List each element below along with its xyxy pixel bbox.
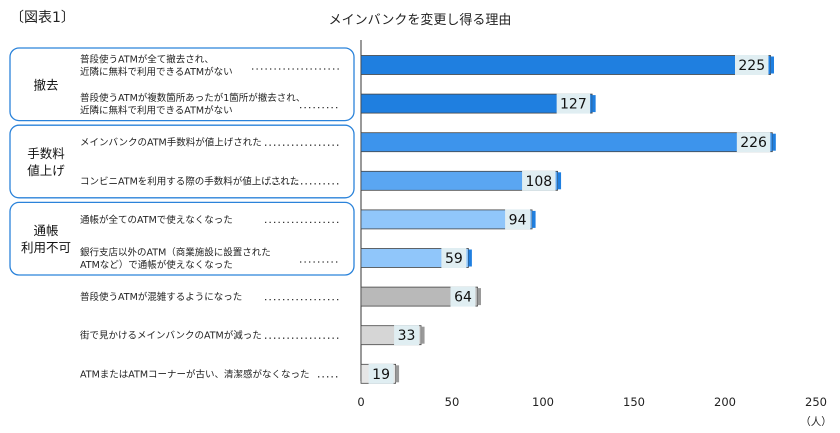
- bar-cap: [772, 133, 776, 151]
- category-label: 通帳が全てのATMで使えなくなった: [80, 214, 233, 226]
- category-label: 街で見かけるメインバンクのATMが減った: [80, 330, 262, 342]
- value-label: 94: [509, 212, 527, 228]
- x-unit-label: （人）: [800, 416, 832, 428]
- group-label: 値上げ: [27, 163, 65, 178]
- x-tick-label: 200: [714, 395, 736, 409]
- value-label-bg: [394, 325, 420, 346]
- value-label-bg: [556, 93, 591, 114]
- bar-cap: [557, 172, 562, 190]
- x-tick-label: 50: [445, 395, 460, 409]
- category-label: ATMなど）で通帳が使えなくなった: [80, 259, 233, 271]
- bar: [360, 55, 771, 75]
- value-label: 108: [525, 174, 552, 190]
- bar-cap: [421, 326, 425, 344]
- group-box: [9, 201, 355, 276]
- category-label: コンビニATMを利用する際の手数料が値上げされた: [80, 175, 299, 187]
- x-tick-label: 150: [623, 395, 645, 409]
- category-label: 普段使うATMが複数箇所あったが1箇所が撤去され、: [80, 92, 305, 104]
- group-label: 通帳: [33, 223, 58, 238]
- bar-cap: [468, 249, 472, 267]
- value-label: 226: [740, 135, 767, 151]
- category-label: 銀行支店以外のATM（商業施設に設置された: [80, 246, 271, 258]
- value-label-bg: [735, 55, 769, 75]
- group-label: 手数料: [27, 146, 65, 161]
- value-label-bg: [522, 170, 556, 191]
- value-label-bg: [505, 209, 531, 230]
- value-label: 33: [398, 328, 416, 344]
- group-label: 撤去: [33, 77, 58, 92]
- value-label: 225: [738, 58, 765, 74]
- value-label: 64: [454, 290, 472, 306]
- bar-cap: [477, 288, 481, 306]
- category-label: ATMまたはATMコーナーが古い、清潔感がなくなった: [80, 368, 310, 380]
- value-label: 59: [445, 251, 463, 267]
- group-label: 利用不可: [21, 240, 71, 255]
- x-tick-label: 0: [357, 395, 364, 409]
- value-label: 19: [372, 367, 390, 383]
- category-label: 近隣に無料で利用できるATMがない: [80, 66, 233, 78]
- x-tick-label: 100: [532, 395, 554, 409]
- group-box: [9, 124, 355, 199]
- bar-cap: [532, 210, 536, 228]
- bar: [360, 132, 773, 153]
- x-tick-label: 250: [805, 395, 827, 409]
- value-label-bg: [450, 286, 476, 307]
- value-label-bg: [368, 363, 394, 384]
- chart-title: メインバンクを変更し得る理由: [328, 13, 512, 28]
- bar-cap: [770, 56, 774, 74]
- category-label: メインバンクのATM手数料が値上げされた: [80, 137, 262, 149]
- value-label-bg: [736, 132, 771, 153]
- figure-label: 〔図表1〕: [10, 10, 75, 26]
- category-label: 普段使うATMが全て撤去され、: [80, 53, 214, 65]
- category-label: 普段使うATMが混雑するようになった: [80, 291, 242, 303]
- bar-cap: [395, 365, 400, 383]
- group-box: [9, 47, 355, 122]
- value-label: 127: [560, 97, 587, 113]
- category-label: 近隣に無料で利用できるATMがない: [80, 104, 233, 116]
- value-label-bg: [441, 248, 467, 268]
- bar-cap: [592, 95, 596, 113]
